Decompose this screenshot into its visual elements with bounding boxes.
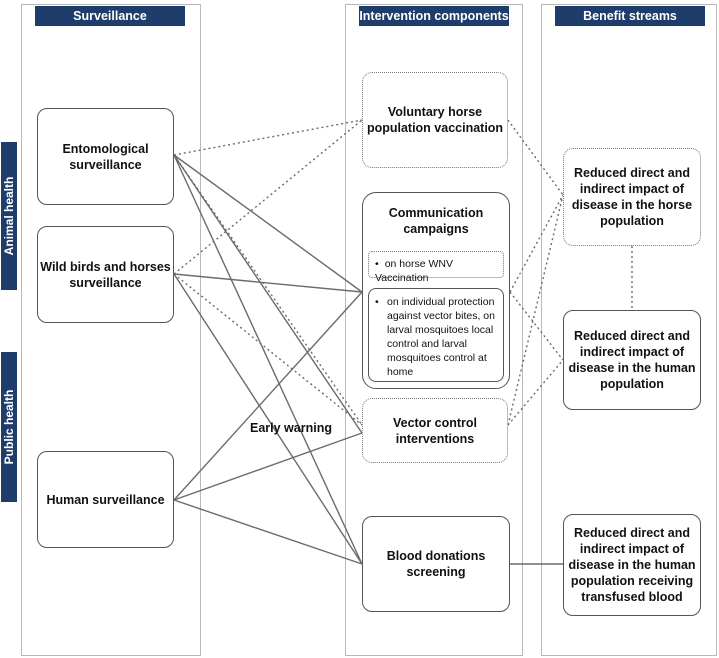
bullet-icon: • (375, 258, 379, 270)
line-human-blood (173, 499, 363, 565)
public-health-label: Public health (1, 352, 17, 502)
vaccination-box: Voluntary horse population vaccination (362, 72, 508, 168)
line-birds-blood (173, 273, 363, 565)
dline-birds-vector (173, 273, 363, 426)
line-ento-blood (173, 154, 363, 565)
bullet-icon: • (375, 296, 379, 308)
early-warning-label: Early warning (250, 421, 332, 435)
horse-benefit-box: Reduced direct and indirect impact of di… (563, 148, 701, 246)
dline-vacc-horse (507, 119, 564, 196)
surveillance-header: Surveillance components (35, 6, 185, 43)
wild-birds-surveillance-box: Wild birds and horses surveillance (37, 226, 174, 323)
dline-vector-horse (507, 194, 564, 426)
line-birds-comm (173, 273, 363, 293)
dline-comm-human (509, 291, 564, 361)
comm-item-protection: • on individual protection against vecto… (368, 288, 504, 382)
vector-control-box: Vector control interventions (362, 398, 508, 463)
transfused-benefit-box: Reduced direct and indirect impact of di… (563, 514, 701, 616)
animal-health-label: Animal health (1, 142, 17, 290)
comm-item-vaccination: •on horse WNV Vaccination (368, 251, 504, 284)
dline-vector-human (507, 359, 564, 426)
human-surveillance-box: Human surveillance (37, 451, 174, 548)
entomological-surveillance-box: Entomological surveillance (37, 108, 174, 205)
line-ento-vector (173, 154, 363, 434)
benefit-header: Benefit streams (555, 6, 705, 26)
dline-birds-vacc (173, 119, 363, 275)
intervention-header: Intervention components (359, 6, 509, 26)
dline-ento-vacc (173, 119, 363, 156)
line-human-comm (173, 291, 363, 501)
human-benefit-box: Reduced direct and indirect impact of di… (563, 310, 701, 410)
line-ento-comm (173, 154, 363, 293)
line-human-vector (173, 432, 363, 501)
blood-donations-box: Blood donations screening (362, 516, 510, 612)
dline-comm-horse (509, 194, 564, 293)
